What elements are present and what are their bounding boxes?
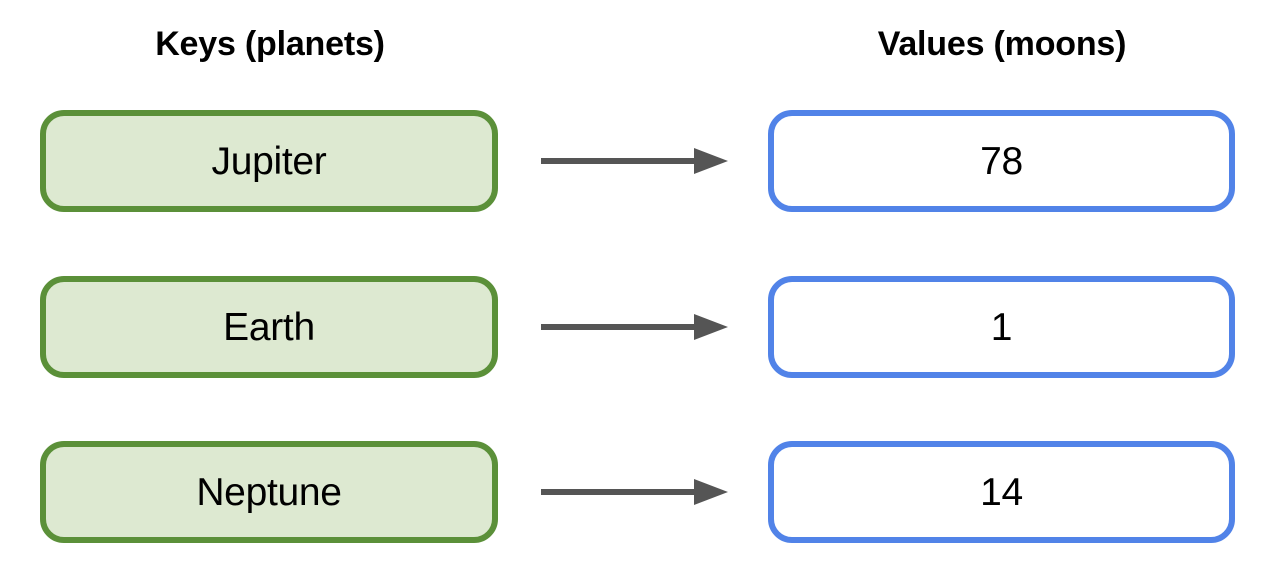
key-label: Neptune [196, 470, 342, 514]
key-box[interactable]: Neptune [40, 441, 498, 543]
arrow-right-icon [541, 479, 728, 505]
value-box[interactable]: 78 [768, 110, 1235, 212]
key-box[interactable]: Earth [40, 276, 498, 378]
value-box[interactable]: 1 [768, 276, 1235, 378]
key-label: Jupiter [211, 139, 327, 183]
keys-column-heading: Keys (planets) [155, 25, 385, 63]
value-label: 78 [980, 139, 1023, 183]
key-value-pair-row: Earth 1 [0, 276, 1288, 380]
key-label: Earth [223, 305, 315, 349]
key-value-pair-row: Jupiter 78 [0, 110, 1288, 214]
value-label: 14 [980, 470, 1023, 514]
key-box[interactable]: Jupiter [40, 110, 498, 212]
key-value-pair-row: Neptune 14 [0, 441, 1288, 545]
arrow-right-icon [541, 148, 728, 174]
arrow-right-icon [541, 314, 728, 340]
value-label: 1 [990, 305, 1013, 349]
values-column-heading: Values (moons) [877, 25, 1127, 63]
value-box[interactable]: 14 [768, 441, 1235, 543]
